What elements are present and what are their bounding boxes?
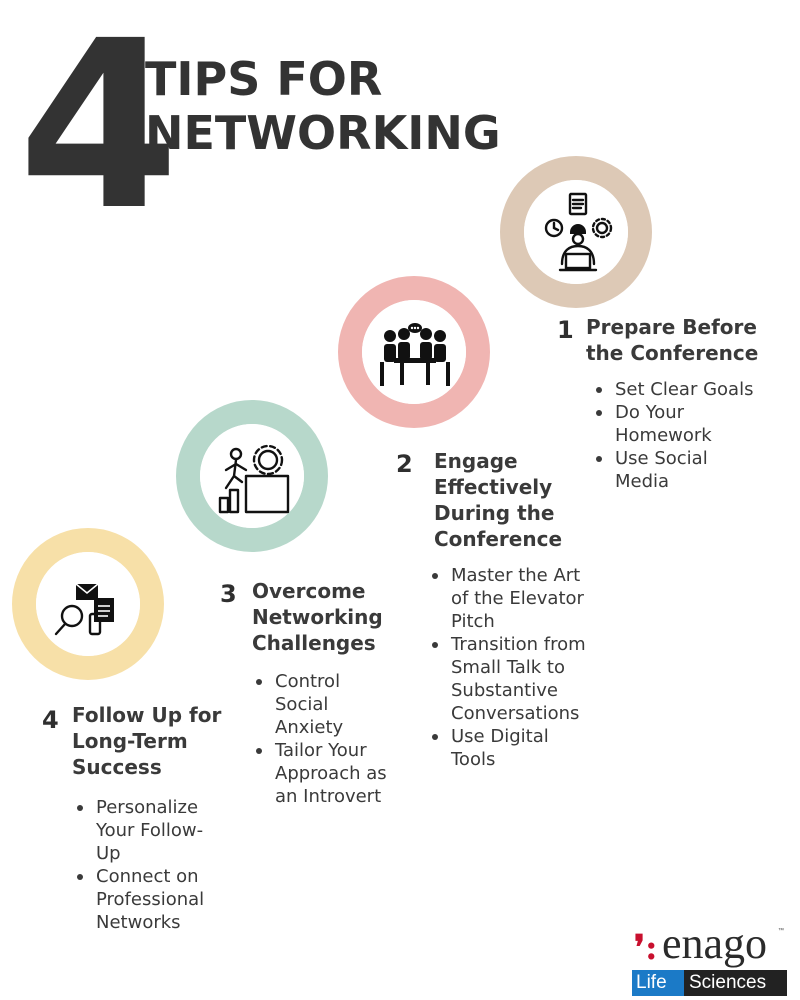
step-title-line: the Conference xyxy=(586,341,759,365)
step-title-line: Engage xyxy=(434,449,518,473)
logo-bar: Life Sciences xyxy=(632,970,787,996)
step-3-title: Overcome Networking Challenges xyxy=(252,578,383,656)
step-1-number: 1 xyxy=(557,316,574,344)
enago-logo: ❜: enago ™ Life Sciences xyxy=(632,922,787,996)
title-line: TIPS FOR xyxy=(145,52,383,106)
list-item: Set Clear Goals xyxy=(594,378,753,401)
step-4-title: Follow Up for Long-Term Success xyxy=(72,702,221,780)
title-line: NETWORKING xyxy=(145,106,501,160)
step-title-line: Challenges xyxy=(252,631,376,655)
step-title-line: Conference xyxy=(434,527,563,551)
step-1-title: Prepare Before the Conference xyxy=(586,314,758,366)
step-title-line: Overcome xyxy=(252,579,366,603)
climbing-gear-icon xyxy=(218,444,290,514)
logo-bar-sciences: Sciences xyxy=(684,970,787,996)
step-3-number: 3 xyxy=(220,580,237,608)
logo-wordmark: enago xyxy=(662,919,768,968)
step-title-line: Networking xyxy=(252,605,383,629)
step-title-line: Long-Term xyxy=(72,729,188,753)
page-title: TIPS FOR NETWORKING xyxy=(145,52,501,160)
step-title-line: During the xyxy=(434,501,555,525)
big-number: 4 xyxy=(18,0,179,261)
step-title-line: Prepare Before xyxy=(586,315,757,339)
step-title-line: Success xyxy=(72,755,162,779)
meeting-table-icon xyxy=(380,323,450,386)
step-2-title: Engage Effectively During the Conference xyxy=(434,448,562,552)
step-2-number: 2 xyxy=(396,450,413,478)
logo-bar-life: Life xyxy=(632,970,684,996)
search-message-icon xyxy=(54,583,114,636)
logo-mark: ❜: xyxy=(634,928,658,968)
strategy-person-icon xyxy=(544,192,613,272)
logo-trademark: ™ xyxy=(778,928,784,934)
step-title-line: Follow Up for xyxy=(72,703,222,727)
step-4-number: 4 xyxy=(42,706,59,734)
step-title-line: Effectively xyxy=(434,475,553,499)
